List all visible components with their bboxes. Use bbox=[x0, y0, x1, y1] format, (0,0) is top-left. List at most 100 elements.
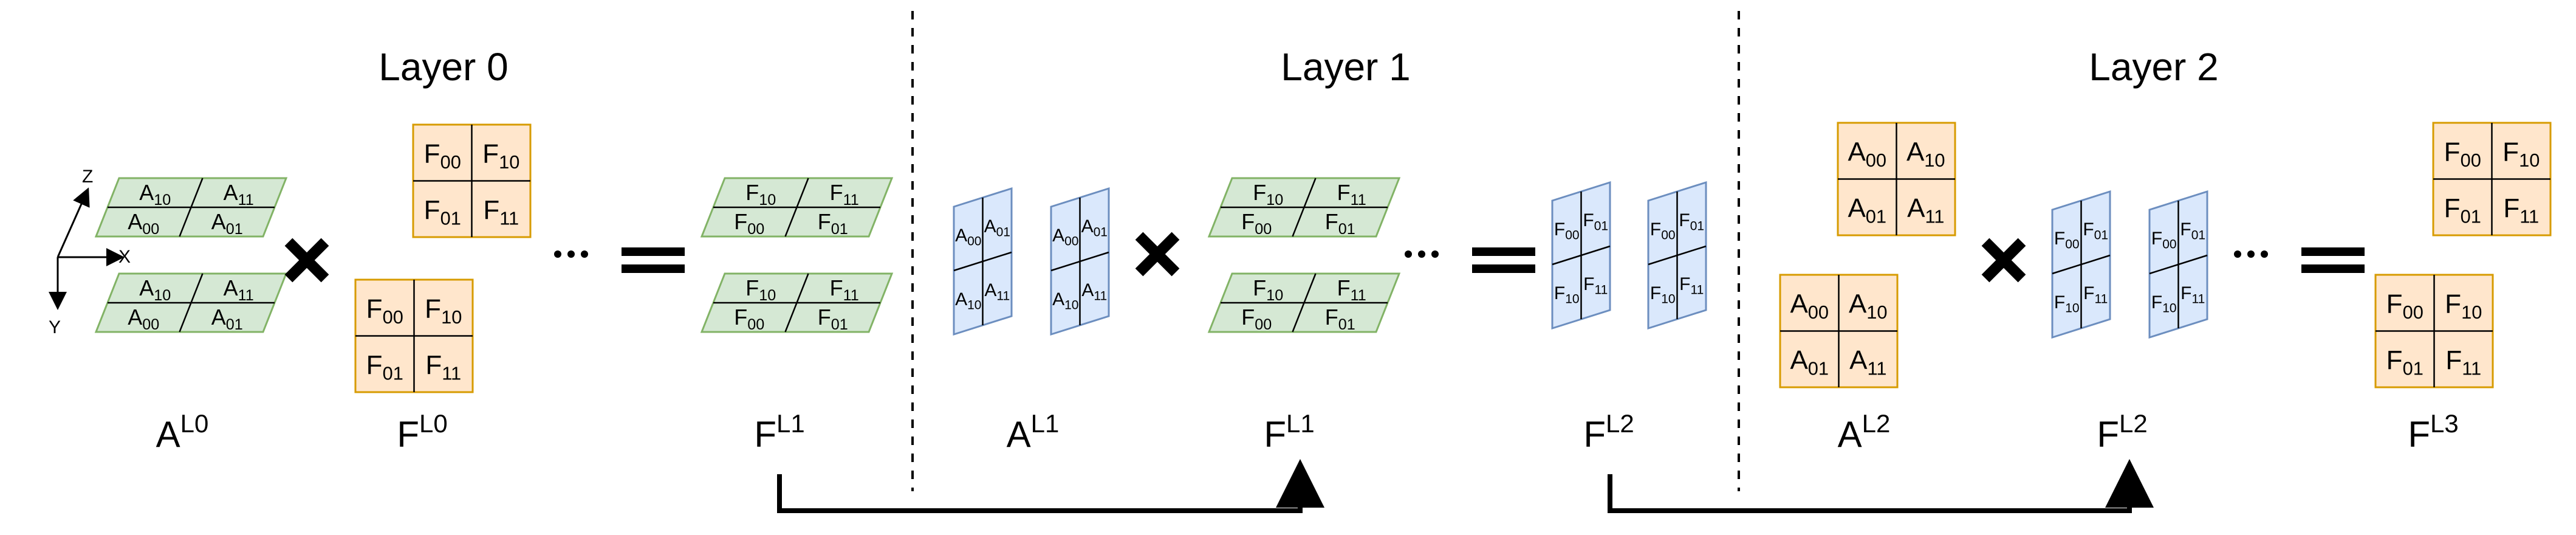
cell-label: A10 bbox=[139, 275, 171, 304]
cell-label: F11 bbox=[425, 350, 461, 384]
cell-label: F01 bbox=[2444, 193, 2481, 227]
cell-label: F10 bbox=[2054, 292, 2080, 316]
cell-label: F11 bbox=[2503, 193, 2539, 227]
cell-label: A00 bbox=[128, 209, 159, 238]
cell-label: A01 bbox=[1848, 193, 1886, 227]
caption-f-l3: FL3 bbox=[2408, 409, 2458, 455]
cell-label: A00 bbox=[1790, 289, 1829, 323]
cell-label: F01 bbox=[1325, 305, 1355, 333]
ellipsis-icon bbox=[1405, 250, 1439, 258]
cell-label: A11 bbox=[224, 180, 254, 209]
cell-label: F01 bbox=[1325, 209, 1355, 238]
cell-label: A01 bbox=[211, 305, 243, 333]
cell-label: A10 bbox=[1849, 289, 1888, 323]
cell-label: F00 bbox=[1241, 305, 1272, 333]
cell-label: F01 bbox=[2083, 219, 2108, 243]
cell-label: F11 bbox=[1583, 274, 1608, 297]
feedback-arrow-l2 bbox=[1608, 459, 2154, 513]
cell-label: F10 bbox=[745, 180, 776, 209]
cell-label: A01 bbox=[984, 216, 1010, 240]
caption-f-l1-b: FL1 bbox=[1264, 409, 1314, 455]
cell-label: A10 bbox=[1052, 289, 1078, 312]
caption-f-l1: FL1 bbox=[754, 409, 804, 455]
cell-label: F01 bbox=[818, 305, 848, 333]
cell-label: F10 bbox=[1253, 275, 1283, 304]
cell-label: F10 bbox=[745, 275, 776, 304]
ellipsis-icon bbox=[554, 250, 588, 258]
cell-label: F11 bbox=[2180, 283, 2205, 306]
cell-label: F10 bbox=[1650, 283, 1676, 306]
caption-f-l2-b: FL2 bbox=[2097, 409, 2147, 455]
cell-label: F00 bbox=[734, 305, 764, 333]
cell-label: F00 bbox=[734, 209, 764, 238]
cell-label: F10 bbox=[2445, 289, 2482, 323]
cell-label: A11 bbox=[1907, 193, 1944, 227]
cell-label: F01 bbox=[2180, 219, 2205, 243]
cell-label: F00 bbox=[2386, 289, 2424, 323]
layer-title: Layer 1 bbox=[1281, 45, 1410, 89]
cell-label: F11 bbox=[1679, 274, 1704, 297]
cell-label: F11 bbox=[1337, 180, 1366, 209]
multiply-icon bbox=[284, 238, 329, 283]
cell-label: F11 bbox=[1337, 275, 1366, 304]
cell-label: F00 bbox=[2054, 229, 2080, 252]
equals-icon bbox=[2301, 247, 2365, 273]
cell-label: A11 bbox=[224, 275, 254, 304]
layer-title: Layer 2 bbox=[2089, 45, 2218, 89]
cell-label: A11 bbox=[1849, 345, 1886, 379]
layer-title: Layer 0 bbox=[379, 45, 508, 89]
axis-gizmo bbox=[49, 187, 125, 310]
cell-label: A10 bbox=[955, 289, 981, 312]
cell-label: F10 bbox=[1253, 180, 1283, 209]
feedback-arrow-l1 bbox=[777, 459, 1324, 513]
cell-label: A10 bbox=[139, 180, 171, 209]
equals-icon bbox=[622, 247, 685, 273]
cell-label: F10 bbox=[2502, 137, 2540, 171]
cell-label: F00 bbox=[2444, 137, 2481, 171]
cell-label: F01 bbox=[1679, 210, 1704, 233]
cell-label: A00 bbox=[955, 226, 981, 249]
cell-label: F10 bbox=[2151, 292, 2177, 316]
cell-label: F11 bbox=[2445, 345, 2481, 379]
caption-a-l2: AL2 bbox=[1838, 409, 1891, 455]
caption-a-l1: AL1 bbox=[1007, 409, 1060, 455]
cell-label: F00 bbox=[1241, 209, 1272, 238]
cell-label: A00 bbox=[1052, 226, 1078, 249]
ellipsis-icon bbox=[2234, 250, 2268, 258]
cell-label: F01 bbox=[1583, 210, 1608, 233]
axis-z-label: Z bbox=[82, 167, 93, 187]
cell-label: F10 bbox=[482, 139, 519, 173]
cell-label: F11 bbox=[2083, 283, 2108, 306]
equals-icon bbox=[1472, 247, 1535, 273]
cell-label: A10 bbox=[1906, 137, 1945, 171]
caption-a-l0: AL0 bbox=[156, 409, 209, 455]
cell-label: F00 bbox=[2151, 229, 2177, 252]
cell-label: F01 bbox=[818, 209, 848, 238]
cell-label: F11 bbox=[830, 275, 859, 304]
caption-f-l0: FL0 bbox=[397, 409, 447, 455]
cell-label: F00 bbox=[1554, 219, 1580, 243]
cell-label: A11 bbox=[984, 280, 1010, 303]
caption-f-l2: FL2 bbox=[1583, 409, 1634, 455]
cell-label: F00 bbox=[424, 139, 461, 173]
cell-label: F01 bbox=[366, 350, 403, 384]
cell-label: F00 bbox=[1650, 219, 1676, 243]
axis-y-label: Y bbox=[49, 317, 61, 337]
cell-label: A01 bbox=[1790, 345, 1829, 379]
cell-label: A00 bbox=[128, 305, 159, 333]
cell-label: A01 bbox=[1081, 216, 1108, 240]
